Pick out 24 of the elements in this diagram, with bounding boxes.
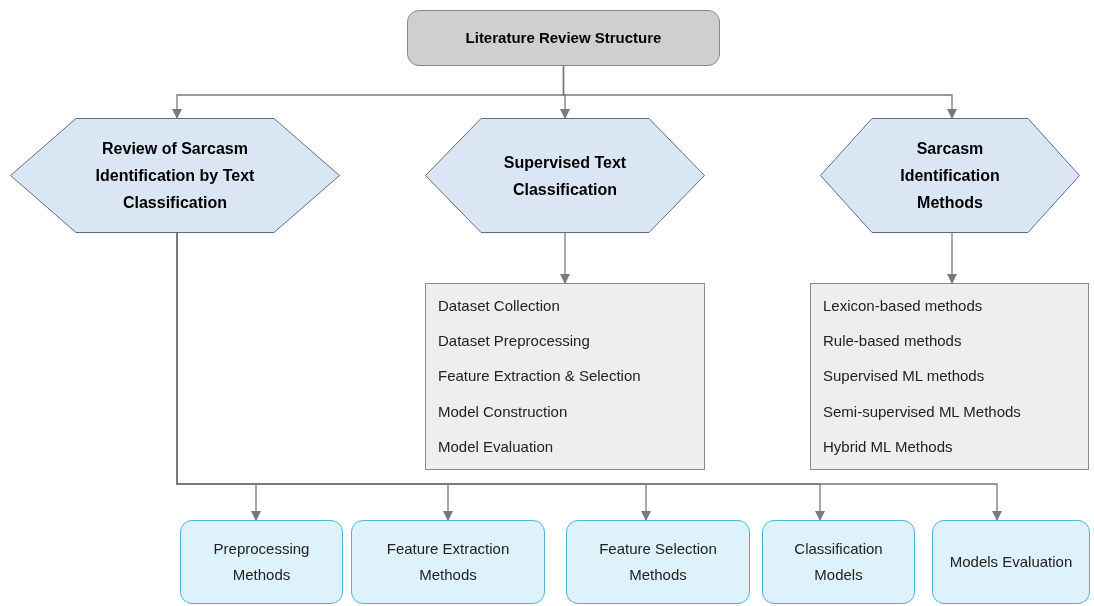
list-item: Hybrid ML Methods [823,437,954,458]
heading-text: Sarcasm Identification Methods [899,139,1001,213]
list-item: Supervised ML methods [823,366,986,387]
method-box: Feature Selection Methods [566,520,750,604]
list-item: Rule-based methods [823,331,963,352]
method-box: Classification Models [762,520,915,604]
connector-arrow [562,65,957,119]
list-item: Feature Extraction & Selection [438,366,642,387]
list-item: Semi-supervised ML Methods [823,401,1022,422]
connector-arrow [947,232,957,284]
method-box: Models Evaluation [932,520,1090,604]
method-box: Feature Extraction Methods [351,520,545,604]
list-item: Model Construction [438,401,569,422]
heading-text: Supervised Text Classification [502,152,628,200]
list-item: Model Evaluation [438,437,555,458]
list-item: Lexicon-based methods [823,295,984,316]
heading-text: Review of Sarcasm Identification by Text Classification [94,139,256,213]
list-item: Dataset Preprocessing [438,331,591,352]
list-panel [810,283,1089,470]
list-panel [425,283,705,470]
connector-arrow [560,232,570,284]
method-box: Preprocessing Methods [180,520,343,604]
list-item: Dataset Collection [438,295,561,316]
title-box: Literature Review Structure [407,10,720,66]
